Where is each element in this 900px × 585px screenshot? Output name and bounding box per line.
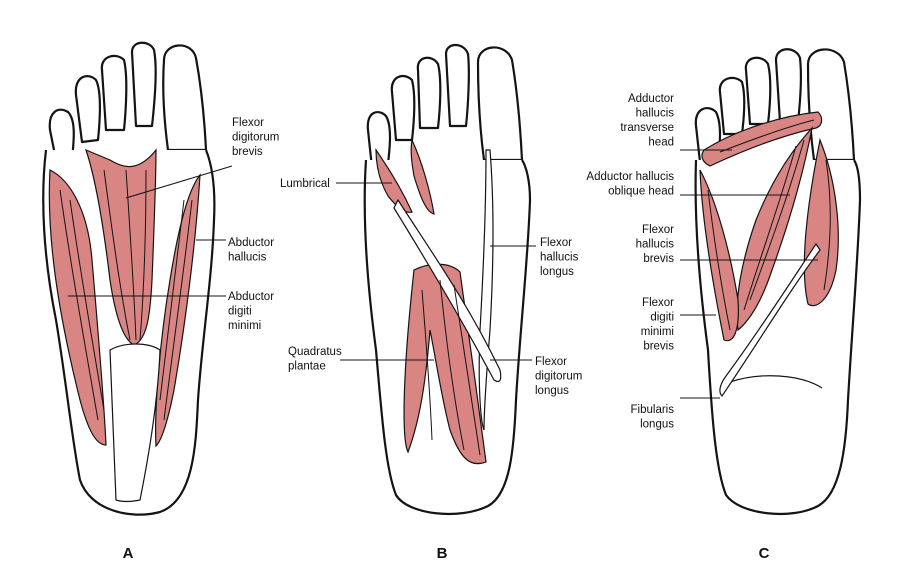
label-line: Flexor: [232, 117, 264, 129]
foot-c-flexor-digiti-minimi-brevis: [699, 169, 739, 342]
panel-letter-a: A: [123, 545, 134, 562]
foot-b-lumbrical-2: [410, 137, 435, 215]
label-line: minimi: [641, 326, 674, 338]
foot-c-fibularis-longus-tendon: [719, 242, 821, 397]
foot-b-toe-4: [390, 74, 416, 142]
label-line: brevis: [643, 253, 674, 265]
label-line: Lumbrical: [280, 178, 330, 190]
label-line: oblique head: [608, 186, 674, 198]
label-line: Fibularis: [631, 404, 675, 416]
foot-a-hallux: [162, 44, 208, 152]
foot-a-toe-3: [100, 54, 128, 132]
foot-c: [694, 48, 862, 516]
label-b-1: Flexor hallucis longus: [540, 237, 579, 278]
label-line: digitorum: [535, 371, 582, 383]
label-line: hallucis: [228, 252, 267, 264]
foot-b: [363, 43, 532, 516]
foot-b-toe-5: [366, 111, 392, 170]
label-c-4: Fibularis longus: [631, 404, 675, 431]
label-line: hallucis: [636, 239, 675, 251]
label-line: digiti: [650, 312, 674, 324]
foot-a-toe-4: [74, 75, 102, 144]
foot-a: [42, 41, 216, 516]
label-line: Adductor: [628, 93, 674, 105]
foot-c-toe-3: [744, 56, 772, 126]
foot-a-abductor-digiti-minimi: [48, 169, 107, 446]
foot-b-toe-2: [444, 43, 470, 128]
foot-c-hallux: [806, 48, 856, 162]
label-line: longus: [540, 266, 574, 278]
label-line: hallucis: [540, 252, 579, 264]
foot-c-toe-2: [774, 48, 802, 124]
label-line: Flexor: [642, 224, 674, 236]
label-b-3: Flexor digitorum longus: [535, 356, 582, 397]
foot-c-toe-4: [718, 76, 746, 136]
foot-c-adductor-oblique-head: [736, 126, 813, 332]
label-c-3: Flexor digiti minimi brevis: [641, 297, 674, 353]
foot-a-toe-2: [130, 41, 157, 128]
label-a-1: Abductor hallucis: [228, 237, 274, 264]
label-line: hallucis: [636, 108, 675, 120]
foot-c-heel-pad: [729, 375, 823, 389]
label-line: longus: [640, 419, 674, 431]
label-line: head: [648, 137, 674, 149]
label-line: Flexor: [642, 297, 674, 309]
label-line: minimi: [228, 320, 261, 332]
label-c-2: Flexor hallucis brevis: [636, 224, 675, 265]
panel-letter-b: B: [437, 545, 448, 562]
label-a-2: Abductor digiti minimi: [228, 291, 274, 332]
label-line: Flexor: [535, 356, 567, 368]
label-a-0: Flexor digitorum brevis: [232, 117, 279, 158]
foot-c-flexor-hallucis-brevis: [803, 137, 839, 307]
foot-a-fibers: [59, 169, 193, 421]
label-c-1: Adductor hallucis oblique head: [586, 171, 674, 198]
foot-a-plantar-tendon: [109, 343, 161, 503]
label-line: plantae: [288, 361, 326, 373]
label-line: Abductor: [228, 237, 274, 249]
label-b-2: Quadratus plantae: [288, 346, 342, 373]
foot-b-toe-3: [416, 56, 442, 130]
label-c-0: Adductor hallucis transverse head: [620, 93, 674, 149]
label-line: Adductor hallucis: [586, 171, 674, 183]
label-line: longus: [535, 385, 569, 397]
foot-b-hallux: [476, 46, 524, 162]
foot-b-fibers: [421, 279, 481, 456]
label-line: Abductor: [228, 291, 274, 303]
foot-b-flexor-digitorum-longus-tendon: [393, 198, 502, 383]
label-line: digiti: [228, 306, 252, 318]
label-line: transverse: [620, 122, 674, 134]
foot-c-fibers: [707, 119, 831, 331]
foot-c-adductor-transverse-head: [701, 111, 823, 167]
label-line: Quadratus: [288, 346, 342, 358]
label-b-0: Lumbrical: [280, 178, 330, 190]
panel-letter-layer: A B C: [123, 545, 770, 562]
panel-letter-c: C: [759, 545, 770, 562]
label-line: brevis: [232, 146, 263, 158]
leader-line: [125, 165, 233, 199]
label-leader-lines: [68, 149, 818, 399]
label-line: Flexor: [540, 237, 572, 249]
label-line: brevis: [643, 341, 674, 353]
label-line: digitorum: [232, 132, 279, 144]
